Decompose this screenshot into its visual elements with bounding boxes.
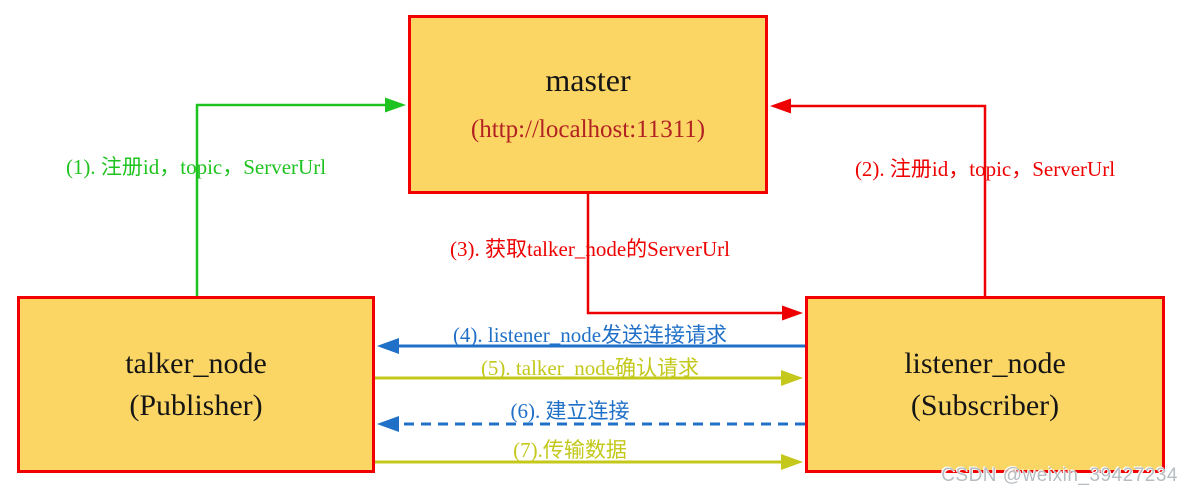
master-url: (http://localhost:11311) [470,115,706,143]
edge-label-connect-request: (4). listener_node发送连接请求 [452,323,728,347]
edge-label-transmit-data: (7).传输数据 [513,438,627,462]
node-master: master (http://localhost:11311) [408,15,768,194]
edge-label-get-serverurl: (3). 获取talker_node的ServerUrl [450,237,730,261]
edge-6-arrowhead-icon [377,416,399,432]
listener-role: (Subscriber) [910,388,1060,422]
master-title: master [545,61,631,98]
node-talker: talker_node (Publisher) [17,296,375,473]
edge-1-arrowhead-icon [385,97,406,113]
edge-3-geturl-line [586,194,785,315]
talker-title: talker_node [125,346,267,380]
edge-label-establish-connection: (6). 建立连接 [510,399,630,423]
edge-label-register-listener: (2). 注册id，topic，ServerUrl [854,157,1116,181]
edge-5-arrowhead-icon [781,370,803,386]
edge-label-register-talker: (1). 注册id，topic，ServerUrl [65,155,327,179]
edge-7-arrowhead-icon [781,454,803,470]
edge-2-arrowhead-icon [770,98,791,114]
edge-1-register-line [195,103,388,296]
edge-2-register-line [790,104,987,296]
talker-role: (Publisher) [129,388,263,422]
node-listener: listener_node (Subscriber) [805,296,1165,473]
edge-3-arrowhead-icon [782,305,803,321]
edge-label-confirm-request: (5). talker_node确认请求 [480,356,700,380]
edge-4-arrowhead-icon [377,338,399,354]
listener-title: listener_node [904,346,1066,380]
csdn-watermark: CSDN @weixin_39427234 [941,465,1178,486]
